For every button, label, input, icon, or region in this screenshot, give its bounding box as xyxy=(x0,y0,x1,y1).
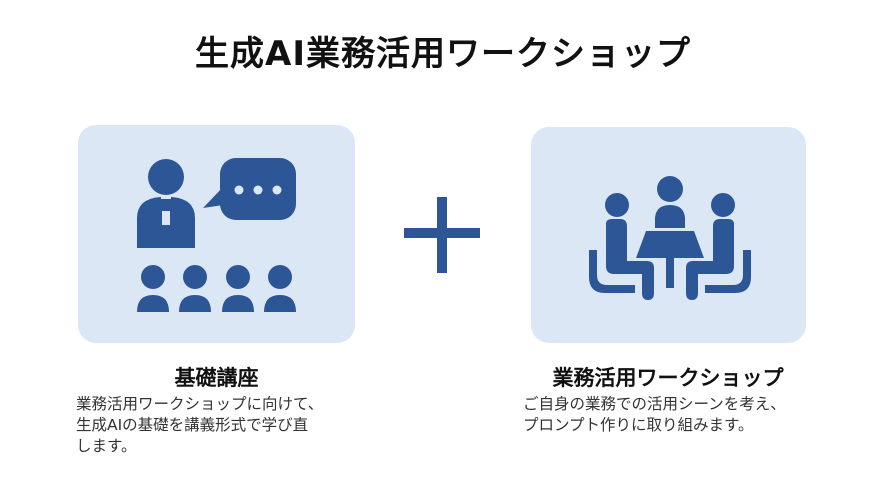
workshop-description: ご自身の業務での活用シーンを考え、 プロンプト作りに取り組みます。 xyxy=(523,395,786,434)
meeting-table-icon xyxy=(589,176,751,300)
page-title: 生成AI業務活用ワークショップ xyxy=(195,34,691,74)
lecture-card xyxy=(78,125,355,343)
lecture-description: 業務活用ワークショップに向けて、 生成AIの基礎を講義形式で学び直 します。 xyxy=(76,395,324,455)
workshop-heading: 業務活用ワークショップ xyxy=(552,366,784,390)
workshop-card xyxy=(531,127,806,343)
lecture-presenter-icon xyxy=(137,158,296,312)
lecture-heading: 基礎講座 xyxy=(174,366,259,390)
plus-vertical-bar xyxy=(437,197,447,273)
plus-icon xyxy=(404,197,480,273)
